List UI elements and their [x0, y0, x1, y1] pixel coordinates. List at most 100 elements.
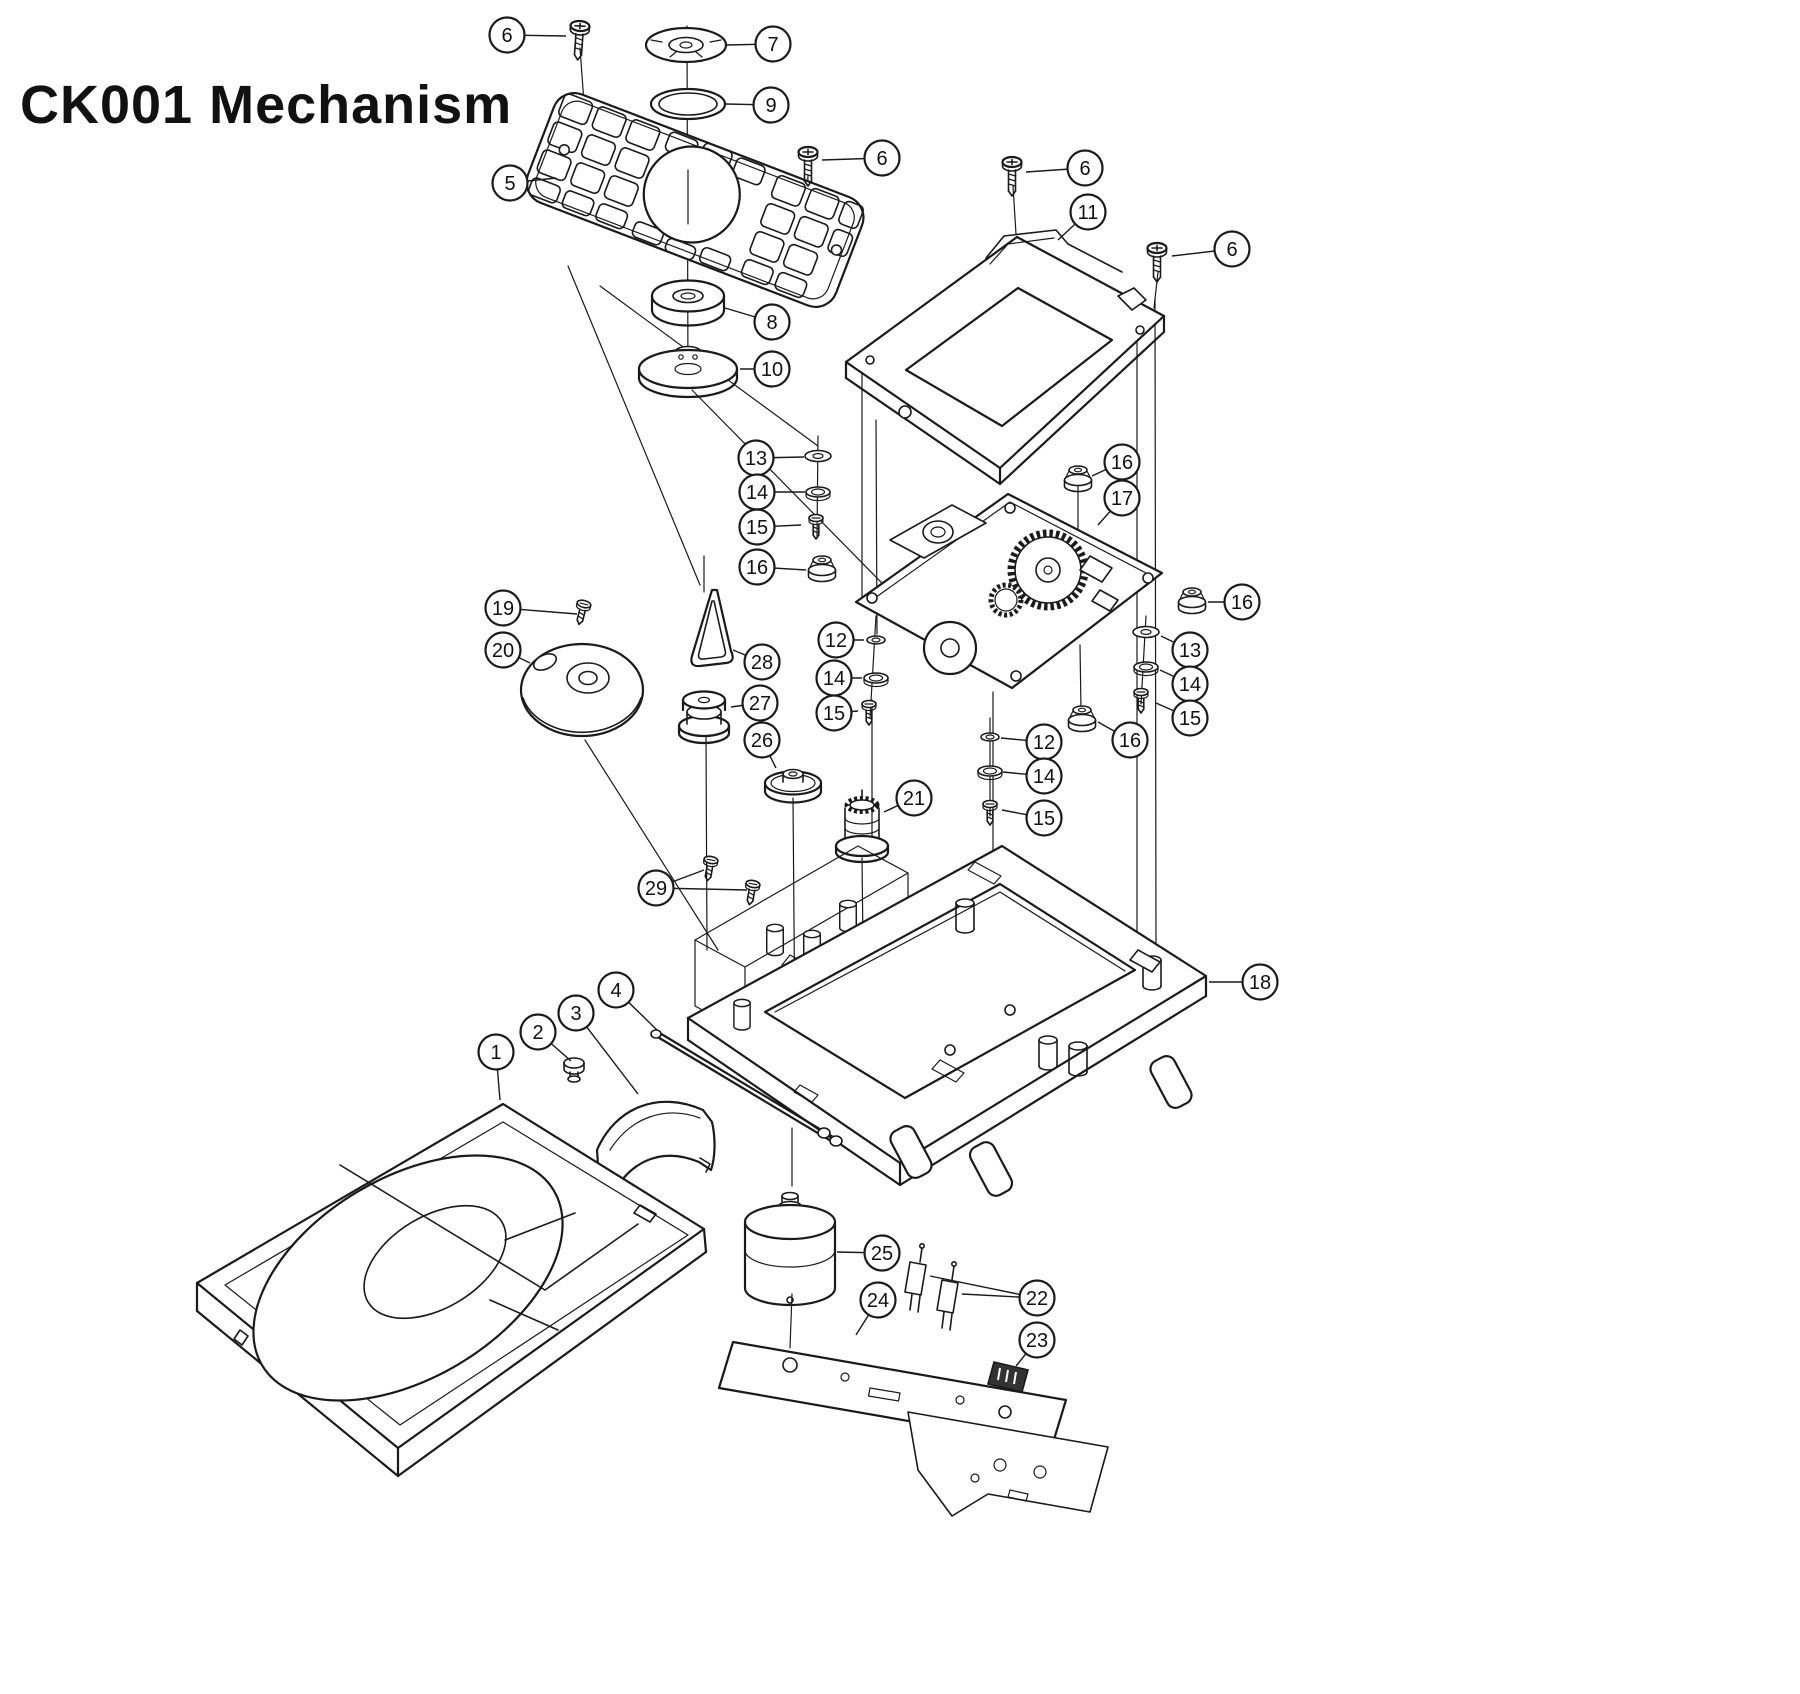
callout-8: 8	[724, 303, 791, 341]
part-slotted-disc	[519, 642, 645, 738]
callout-number: 12	[825, 630, 847, 652]
callout-12: 12	[1000, 723, 1063, 761]
callout-number: 16	[1119, 730, 1141, 752]
callout-number: 13	[745, 448, 767, 470]
callout-number: 3	[570, 1003, 581, 1025]
callout-bubble	[1018, 1321, 1056, 1359]
callout-bubble	[738, 508, 776, 546]
callout-number: 29	[645, 878, 667, 900]
callout-number: 2	[532, 1022, 543, 1044]
callout-16: 16	[1208, 583, 1261, 621]
callout-12: 12	[817, 621, 864, 659]
callout-bubble	[477, 1033, 515, 1071]
callout-number: 8	[766, 312, 777, 334]
callout-number: 7	[767, 34, 778, 56]
callout-11: 11	[1057, 193, 1107, 241]
callout-24: 24	[855, 1281, 897, 1336]
callout-17: 17	[1097, 479, 1141, 526]
part-top-plate	[525, 92, 865, 308]
callout-number: 9	[765, 95, 776, 117]
callout-15: 15	[1155, 699, 1209, 737]
part-pcb	[717, 1340, 1109, 1517]
callout-bubble	[1103, 479, 1141, 517]
callout-bubble	[1025, 757, 1063, 795]
callout-number: 11	[1078, 202, 1099, 224]
grommet-16-d	[1067, 705, 1097, 733]
callout-23: 23	[1015, 1321, 1056, 1367]
callout-number: 15	[746, 517, 768, 539]
callout-9: 9	[725, 86, 790, 124]
callout-number: 4	[610, 980, 621, 1002]
callout-number: 6	[1226, 239, 1237, 261]
callout-bubble	[743, 721, 781, 759]
callout-number: 14	[746, 482, 768, 504]
callout-bubble	[491, 164, 529, 202]
callout-bubble	[637, 869, 675, 907]
callout-number: 25	[871, 1243, 893, 1265]
callout-number: 6	[876, 148, 887, 170]
part-clamp-frame	[844, 229, 1166, 486]
callout-number: 17	[1111, 488, 1133, 510]
callout-number: 21	[903, 788, 925, 810]
callout-16: 16	[1097, 721, 1149, 759]
callout-number: 13	[1179, 640, 1201, 662]
part-clamper-top	[644, 26, 728, 64]
callout-14: 14	[738, 473, 805, 511]
callout-10: 10	[740, 350, 791, 388]
callout-number: 5	[504, 173, 515, 195]
callout-number: 18	[1249, 972, 1271, 994]
washer-13-b	[1132, 625, 1160, 639]
callout-7: 7	[726, 25, 792, 63]
callout-bubble	[743, 643, 781, 681]
callout-14: 14	[1159, 665, 1209, 703]
callout-15: 15	[815, 694, 859, 732]
callout-1: 1	[477, 1033, 515, 1101]
callout-3: 3	[557, 994, 639, 1095]
callout-number: 16	[1111, 452, 1133, 474]
callout-bubble	[1066, 149, 1104, 187]
callout-28: 28	[732, 643, 781, 681]
callout-number: 14	[1033, 766, 1055, 788]
callout-number: 14	[1179, 674, 1201, 696]
callout-4: 4	[597, 971, 658, 1031]
washer-14-b	[1133, 661, 1159, 677]
callout-bubble	[863, 139, 901, 177]
part-chassis	[686, 844, 1208, 1197]
washer-12-b	[980, 732, 1000, 742]
callout-bubble	[863, 1234, 901, 1272]
callout-bubble	[815, 694, 853, 732]
part-pulley	[763, 768, 823, 804]
callout-number: 10	[761, 359, 783, 381]
part-rod	[650, 1029, 843, 1147]
part-traverse-assembly	[854, 492, 1164, 690]
callout-13: 13	[1160, 631, 1209, 669]
callout-number: 15	[1179, 708, 1201, 730]
callout-number: 19	[492, 598, 514, 620]
callout-20: 20	[484, 631, 531, 669]
part-switches	[904, 1243, 959, 1331]
callout-number: 16	[1231, 592, 1253, 614]
callout-2: 2	[519, 1013, 572, 1062]
screw-29-b	[741, 878, 762, 907]
callout-5: 5	[491, 164, 557, 202]
washer-14-a	[805, 486, 831, 502]
callout-bubble	[1111, 721, 1149, 759]
screw-15-c	[861, 699, 877, 726]
callout-number: 23	[1026, 1330, 1048, 1352]
callout-number: 12	[1033, 732, 1055, 754]
page-title: CK001 Mechanism	[20, 75, 513, 135]
part-disc-tray	[195, 1102, 708, 1478]
callout-25: 25	[836, 1234, 901, 1272]
callout-number: 27	[749, 693, 771, 715]
callout-number: 24	[867, 1290, 889, 1312]
callout-number: 6	[501, 25, 512, 47]
callout-bubble	[484, 631, 522, 669]
part-pulley-stack	[677, 690, 731, 745]
callout-bubble	[738, 548, 776, 586]
callout-bubble	[519, 1013, 557, 1051]
grommet-16-a	[807, 555, 837, 583]
callout-bubble	[1241, 963, 1279, 1001]
part-belt	[690, 588, 734, 668]
